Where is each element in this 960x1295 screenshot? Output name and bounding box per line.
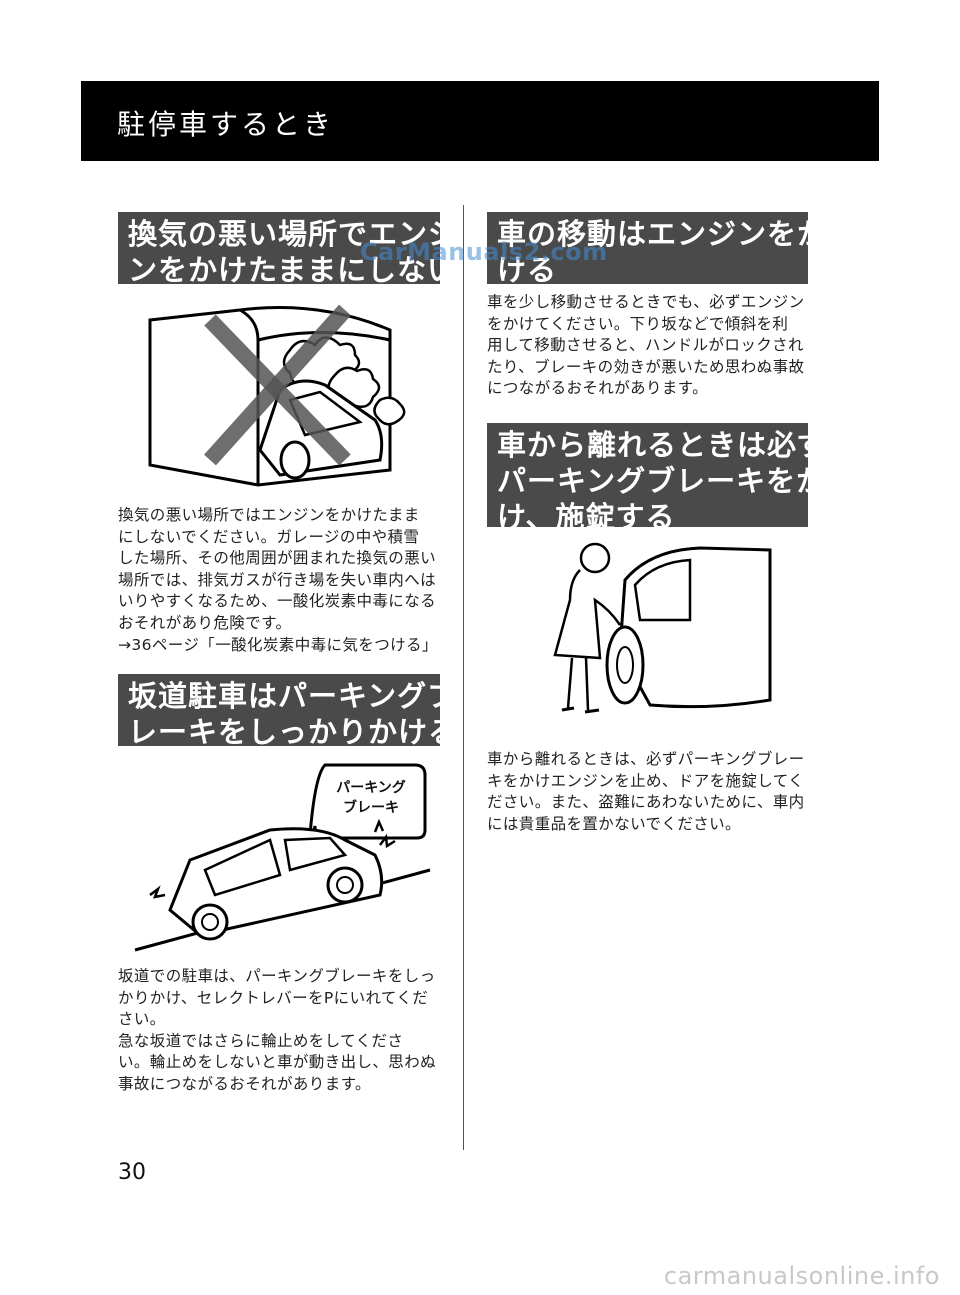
section-heading-move-car: 車の移動はエンジンをか ける [487,212,828,287]
body-line: 坂道での駐車は、パーキングブレーキをしっ [118,967,436,985]
body-line: いりやすくなるため、一酸化炭素中毒になる [118,592,437,611]
body-line: キをかけエンジンを止め、ドアを施錠してく [487,771,805,790]
heading-line: け、施錠する [497,500,676,534]
heading-line: 換気の悪い場所でエンジ [128,217,459,251]
body-line: 事故につながるおそれがあります。 [118,1074,371,1093]
heading-line: ンをかけたままにしない [128,253,458,287]
section-heading-leave-car: 車から離れるときは必ず パーキングブレーキをか け、施錠する [487,423,828,534]
heading-line: レーキをしっかりかける [128,715,459,749]
page-number: 30 [118,1160,146,1185]
body-line: につながるおそれがあります。 [487,379,709,398]
section2-body: 坂道での駐車は、パーキングブレーキをしっ かりかけ、セレクトレバーをPにいれてく… [118,966,436,1096]
callout-line: ブレーキ [343,800,399,816]
body-line: い。輪止めをしないと車が動き出し、思わぬ [118,1053,437,1072]
body-line: 換気の悪い場所ではエンジンをかけたまま [118,506,420,524]
heading-line: 坂道駐車はパーキングブ [128,679,458,713]
body-line: おそれがあり危険です。 [118,613,292,632]
section3-body: 車を少し移動させるときでも、必ずエンジン をかけてください。下り坂などで傾斜を利… [487,292,805,400]
body-line: 用して移動させると、ハンドルがロックされ [487,336,804,355]
watermark-bottom: carmanualsonline.info [663,1262,940,1290]
body-line: にしないでください。ガレージの中や積雪 [118,527,420,546]
section-heading-ventilation: 換気の悪い場所でエンジ ンをかけたままにしない [118,212,459,287]
body-line: 車から離れるときは、必ずパーキングブレー [487,750,805,768]
watermark-top: CarManuals2.com [360,238,608,266]
parking-brake-callout: パーキング ブレーキ [330,778,412,818]
body-line: には貴重品を置かないでください。 [487,814,741,833]
callout-line: パーキング [336,780,406,796]
section-heading-slope-parking: 坂道駐車はパーキングブ レーキをしっかりかける [118,674,458,749]
heading-line: 車から離れるときは必ず [497,428,828,462]
slope-parking-illustration [134,763,431,952]
heading-line: ける [497,253,558,287]
column-divider [463,205,464,1150]
page-title: 駐停車するとき [117,108,335,141]
body-line: をかけてください。下り坂などで傾斜を利 [487,314,789,333]
heading-line: 車の移動はエンジンをか [497,217,828,251]
garage-car-illustration [148,304,406,487]
body-line: 場所では、排気ガスが行き場を失い車内へは [118,570,437,589]
body-line: した場所、その他周囲が囲まれた換気の悪い [118,549,437,568]
section1-body: 換気の悪い場所ではエンジンをかけたまま にしないでください。ガレージの中や積雪 … [118,505,438,656]
section4-body: 車から離れるときは、必ずパーキングブレー キをかけエンジンを止め、ドアを施錠して… [487,749,805,835]
body-line: 車を少し移動させるときでも、必ずエンジン [487,293,805,311]
page-reference-link[interactable]: →36ページ「一酸化炭素中毒に気をつける」 [118,635,438,654]
page-header: 駐停車するとき [81,81,879,161]
body-line: さい。 [118,1010,166,1029]
body-line: たり、ブレーキの効きが悪いため思わぬ事故 [487,357,805,376]
body-line: かりかけ、セレクトレバーをPにいれてくだ [118,988,429,1007]
heading-line: パーキングブレーキをか [497,464,827,498]
lock-car-illustration [553,542,772,714]
body-line: 急な坂道ではさらに輪止めをしてくださ [118,1031,404,1050]
body-line: ださい。また、盗難にあわないために、車内 [487,793,805,812]
